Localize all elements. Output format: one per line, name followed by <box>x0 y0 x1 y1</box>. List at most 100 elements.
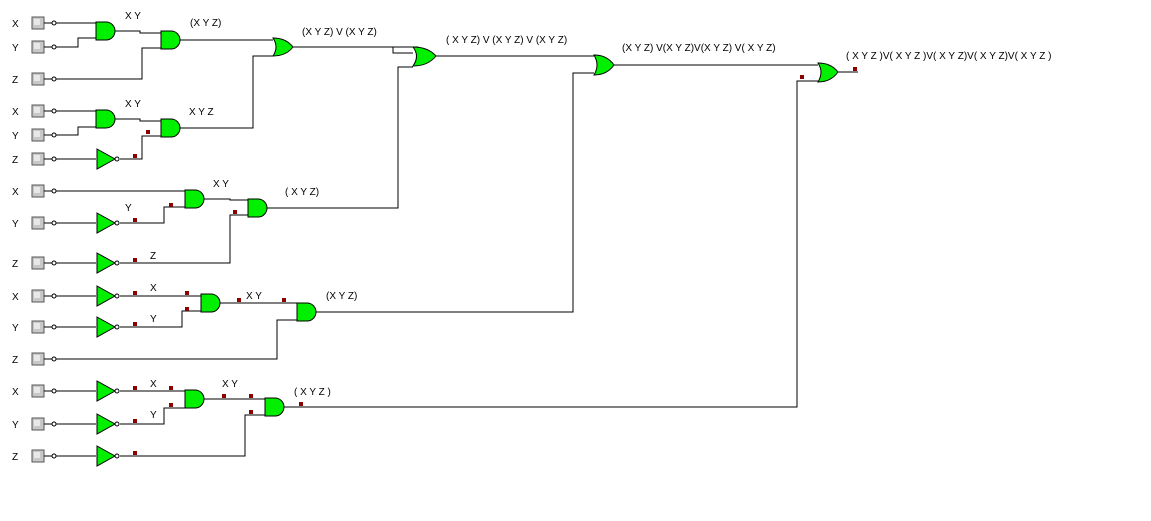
input-label: Y <box>12 420 19 431</box>
and-gate <box>200 293 221 313</box>
input-label: X <box>12 19 19 30</box>
output-pin <box>51 453 57 459</box>
or-gate <box>272 37 294 57</box>
input-label: X <box>12 107 19 118</box>
not-gate <box>96 316 120 338</box>
switch-highlight <box>34 43 40 49</box>
wire-label: Y <box>125 203 132 214</box>
and-gate <box>184 389 205 409</box>
not-gate <box>96 413 120 435</box>
input-switch[interactable]: Y <box>12 216 57 230</box>
input-label: Y <box>12 131 19 142</box>
wire-label: (X Y Z) V (X Y Z) <box>302 27 377 38</box>
wire-label: X Y <box>246 291 262 302</box>
input-switch[interactable]: X <box>12 289 57 303</box>
and-gate <box>184 189 205 209</box>
expression-labels: X Y (X Y Z) X Y X Y Z X Y Y ( X Y Z) Z X… <box>125 11 1051 421</box>
wire-label: Z <box>150 251 156 262</box>
input-label: Z <box>12 355 18 366</box>
not-gate <box>96 380 120 402</box>
input-switches: X Y Z X Y Z X Y Z X Y Z X Y Z <box>12 16 57 463</box>
not-gate <box>96 252 120 274</box>
input-switch[interactable]: Y <box>12 40 57 54</box>
input-switch[interactable]: X <box>12 16 57 30</box>
input-label: Z <box>12 75 18 86</box>
and-gate <box>160 118 181 138</box>
wire-label: ( X Y Z) V (X Y Z) V (X Y Z) <box>446 35 567 46</box>
input-switch[interactable]: X <box>12 184 57 198</box>
input-label: X <box>12 387 19 398</box>
output-pin <box>51 260 57 266</box>
not-gate <box>96 285 120 307</box>
switch-highlight <box>34 292 40 298</box>
output-pin <box>51 76 57 82</box>
output-pin <box>51 356 57 362</box>
input-label: Y <box>12 323 19 334</box>
wires <box>55 22 858 457</box>
wire-label: X Y Z <box>189 107 214 118</box>
and-gate <box>247 198 268 218</box>
wire-label: X Y <box>125 99 141 110</box>
wire-label: X Y <box>213 179 229 190</box>
switch-highlight <box>34 187 40 193</box>
or-gate <box>817 62 839 83</box>
output-pin <box>51 188 57 194</box>
switch-highlight <box>34 259 40 265</box>
input-label: Z <box>12 155 18 166</box>
wire-label: X Y <box>125 11 141 22</box>
switch-highlight <box>34 452 40 458</box>
input-label: Y <box>12 43 19 54</box>
output-pin <box>51 44 57 50</box>
output-pin <box>51 108 57 114</box>
input-switch[interactable]: Z <box>12 256 57 270</box>
switch-highlight <box>34 155 40 161</box>
output-pin <box>51 132 57 138</box>
switch-highlight <box>34 75 40 81</box>
input-switch[interactable]: Y <box>12 128 57 142</box>
wire-label: (X Y Z) <box>326 291 357 302</box>
output-label: ( X Y Z )V( X Y Z )V( X Y Z)V( X Y Z)V( … <box>846 51 1051 62</box>
wire-label: ( X Y Z) <box>285 187 319 198</box>
wire-label: X <box>150 379 157 390</box>
switch-highlight <box>34 219 40 225</box>
output-pin <box>51 156 57 162</box>
switch-highlight <box>34 387 40 393</box>
wire-label: (X Y Z) V(X Y Z)V(X Y Z) V( X Y Z) <box>622 43 776 54</box>
input-switch[interactable]: Z <box>12 72 57 86</box>
input-label: X <box>12 187 19 198</box>
and-gate <box>296 302 317 322</box>
and-gate <box>95 21 116 41</box>
input-switch[interactable]: X <box>12 104 57 118</box>
wire-label: (X Y Z) <box>190 18 221 29</box>
output-pin <box>51 388 57 394</box>
not-gate <box>96 445 120 467</box>
output-pin <box>51 20 57 26</box>
wire-label: ( X Y Z ) <box>294 387 331 398</box>
output-pin <box>51 324 57 330</box>
output-pin <box>51 220 57 226</box>
input-label: Y <box>12 219 19 230</box>
and-gate <box>95 109 116 129</box>
input-switch[interactable]: X <box>12 384 57 398</box>
wire-label: Y <box>150 410 157 421</box>
switch-highlight <box>34 19 40 25</box>
switch-highlight <box>34 420 40 426</box>
input-label: Z <box>12 259 18 270</box>
wire-label: X <box>150 283 157 294</box>
probe-markers <box>133 67 857 455</box>
input-switch[interactable]: Y <box>12 320 57 334</box>
switch-highlight <box>34 107 40 113</box>
input-switch[interactable]: Y <box>12 417 57 431</box>
not-gate <box>96 212 120 234</box>
input-switch[interactable]: Z <box>12 352 57 366</box>
or-gate <box>593 54 615 76</box>
and-gate <box>264 397 285 417</box>
gates <box>95 21 839 467</box>
input-label: Z <box>12 452 18 463</box>
switch-highlight <box>34 323 40 329</box>
input-switch[interactable]: Z <box>12 152 57 166</box>
input-switch[interactable]: Z <box>12 449 57 463</box>
wire-label: Y <box>150 314 157 325</box>
output-pin <box>51 421 57 427</box>
